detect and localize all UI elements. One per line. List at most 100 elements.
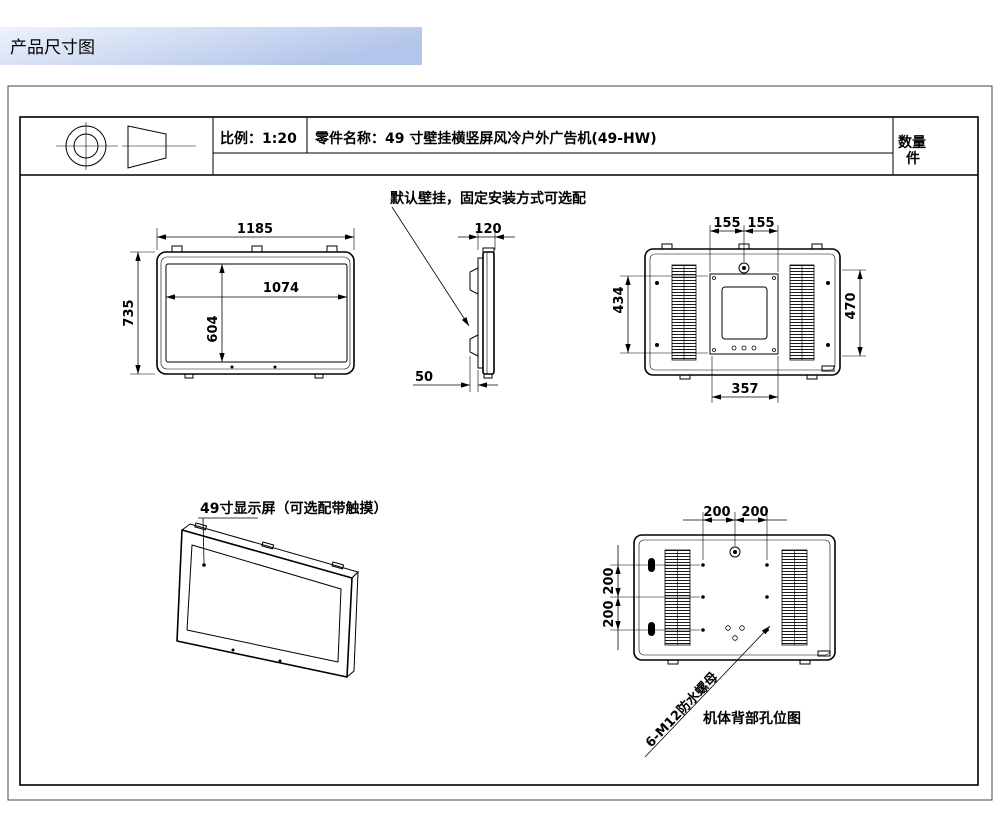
side-bolt bbox=[655, 343, 659, 347]
back-connector bbox=[751, 345, 757, 351]
hole-layout-view: 200 200 200 200 6-M12防水螺母 机体背部孔位图 bbox=[602, 505, 836, 758]
back-mount-window bbox=[721, 286, 768, 340]
dimension-value: 155 bbox=[747, 216, 774, 231]
inner-frame bbox=[19, 116, 979, 786]
plate-screw bbox=[712, 348, 716, 352]
quantity-unit: 件 bbox=[906, 150, 920, 167]
display-indicator bbox=[278, 659, 282, 663]
projection-cone bbox=[127, 125, 167, 169]
back-connector bbox=[731, 345, 737, 351]
dim-screen-width: 1074 bbox=[166, 281, 347, 300]
cable-port bbox=[739, 625, 745, 631]
dim-plate-width: 357 bbox=[711, 356, 779, 403]
display-side-edge bbox=[346, 570, 359, 679]
front-bezel bbox=[160, 256, 351, 370]
cable-port bbox=[732, 635, 738, 641]
hole-outer-frame bbox=[633, 534, 836, 661]
dimension-value: 735 bbox=[122, 299, 137, 326]
mounting-hole bbox=[701, 563, 705, 567]
hole-top-port bbox=[729, 546, 741, 558]
hole-foot bbox=[667, 659, 679, 665]
mounting-hole bbox=[701, 595, 705, 599]
hole-layout-caption: 机体背部孔位图 bbox=[703, 710, 801, 727]
mounting-note: 默认壁挂，固定安装方式可选配 bbox=[390, 190, 586, 207]
display-screen bbox=[186, 544, 342, 663]
header-bar bbox=[0, 27, 422, 65]
display-indicator bbox=[231, 648, 235, 652]
dimension-value: 604 bbox=[206, 315, 221, 342]
back-power-port bbox=[821, 365, 835, 372]
front-tab bbox=[251, 245, 263, 253]
cable-port bbox=[725, 625, 731, 631]
side-mount-plate bbox=[477, 257, 484, 369]
front-tab bbox=[171, 245, 183, 253]
dimension-value: 357 bbox=[731, 382, 758, 397]
hole-inner-frame bbox=[638, 539, 831, 656]
display-perspective: 49寸显示屏（可选配带触摸） bbox=[176, 500, 387, 679]
projection-symbol bbox=[56, 122, 196, 170]
side-view: 默认壁挂，固定安装方式可选配 120 50 bbox=[390, 190, 586, 392]
dim-overall-height: 735 bbox=[122, 251, 155, 375]
front-tab bbox=[326, 245, 338, 253]
back-outer-frame bbox=[644, 248, 841, 376]
dimension-value: 470 bbox=[844, 292, 859, 319]
side-bracket bbox=[469, 334, 479, 357]
title-block: 比例：1:20 零件名称：49 寸壁挂横竖屏风冷户外广告机(49-HW) 数量 … bbox=[20, 117, 978, 176]
dim-depth: 120 bbox=[458, 222, 515, 250]
mounting-hole bbox=[701, 628, 705, 632]
dim-mount-spacing: 155 155 bbox=[709, 216, 779, 272]
dimension-value: 200 bbox=[602, 600, 617, 627]
back-inner-frame bbox=[649, 253, 836, 371]
side-slot bbox=[648, 622, 655, 636]
side-bolt bbox=[826, 281, 830, 285]
display-leader-dot bbox=[202, 563, 206, 567]
part-name-label: 零件名称：49 寸壁挂横竖屏风冷户外广告机(49-HW) bbox=[314, 130, 657, 147]
quantity-label: 数量 bbox=[898, 134, 926, 151]
back-top-port-core bbox=[742, 266, 746, 270]
dimension-value: 120 bbox=[474, 222, 501, 237]
nut-note: 6-M12防水螺母 bbox=[642, 669, 721, 751]
dimension-value: 200 bbox=[741, 505, 768, 520]
dimension-value: 155 bbox=[713, 216, 740, 231]
display-tab bbox=[194, 522, 208, 531]
display-note: 49寸显示屏（可选配带触摸） bbox=[200, 500, 387, 517]
back-foot bbox=[679, 374, 691, 380]
dimension-value: 50 bbox=[415, 370, 433, 385]
scale-label: 比例：1:20 bbox=[220, 130, 297, 147]
dimension-value: 200 bbox=[602, 567, 617, 594]
side-bolt bbox=[655, 281, 659, 285]
dimension-value: 1185 bbox=[237, 222, 273, 237]
dimension-value: 1074 bbox=[263, 281, 299, 296]
dim-back-height: 470 bbox=[842, 269, 866, 357]
back-top-port bbox=[738, 262, 750, 274]
outer-frame bbox=[7, 85, 993, 801]
dim-mount-height: 434 bbox=[612, 275, 708, 354]
front-screen bbox=[165, 263, 348, 363]
display-top-edge bbox=[180, 523, 359, 579]
dim-hole-horizontal: 200 200 bbox=[683, 505, 787, 560]
side-bolt bbox=[826, 343, 830, 347]
nut-leader bbox=[644, 625, 771, 758]
mounting-leader bbox=[391, 206, 470, 327]
display-tab bbox=[331, 561, 345, 570]
front-foot bbox=[314, 373, 324, 379]
front-indicator bbox=[230, 365, 234, 369]
plate-screw bbox=[712, 276, 716, 280]
front-foot bbox=[184, 373, 194, 379]
front-outer-frame bbox=[156, 251, 355, 375]
mounting-hole bbox=[765, 563, 769, 567]
back-connector bbox=[741, 345, 747, 351]
side-bracket bbox=[469, 267, 479, 295]
dim-screen-height: 604 bbox=[206, 264, 225, 362]
front-indicator bbox=[273, 365, 277, 369]
side-foot bbox=[483, 373, 493, 379]
hole-foot bbox=[799, 659, 811, 665]
dim-overall-width: 1185 bbox=[156, 222, 355, 250]
dim-offset: 50 bbox=[413, 356, 498, 392]
hole-top-port-core bbox=[733, 550, 737, 554]
dimension-value: 200 bbox=[703, 505, 730, 520]
hole-power-port bbox=[817, 650, 831, 657]
plate-screw bbox=[772, 348, 776, 352]
plate-screw bbox=[772, 276, 776, 280]
